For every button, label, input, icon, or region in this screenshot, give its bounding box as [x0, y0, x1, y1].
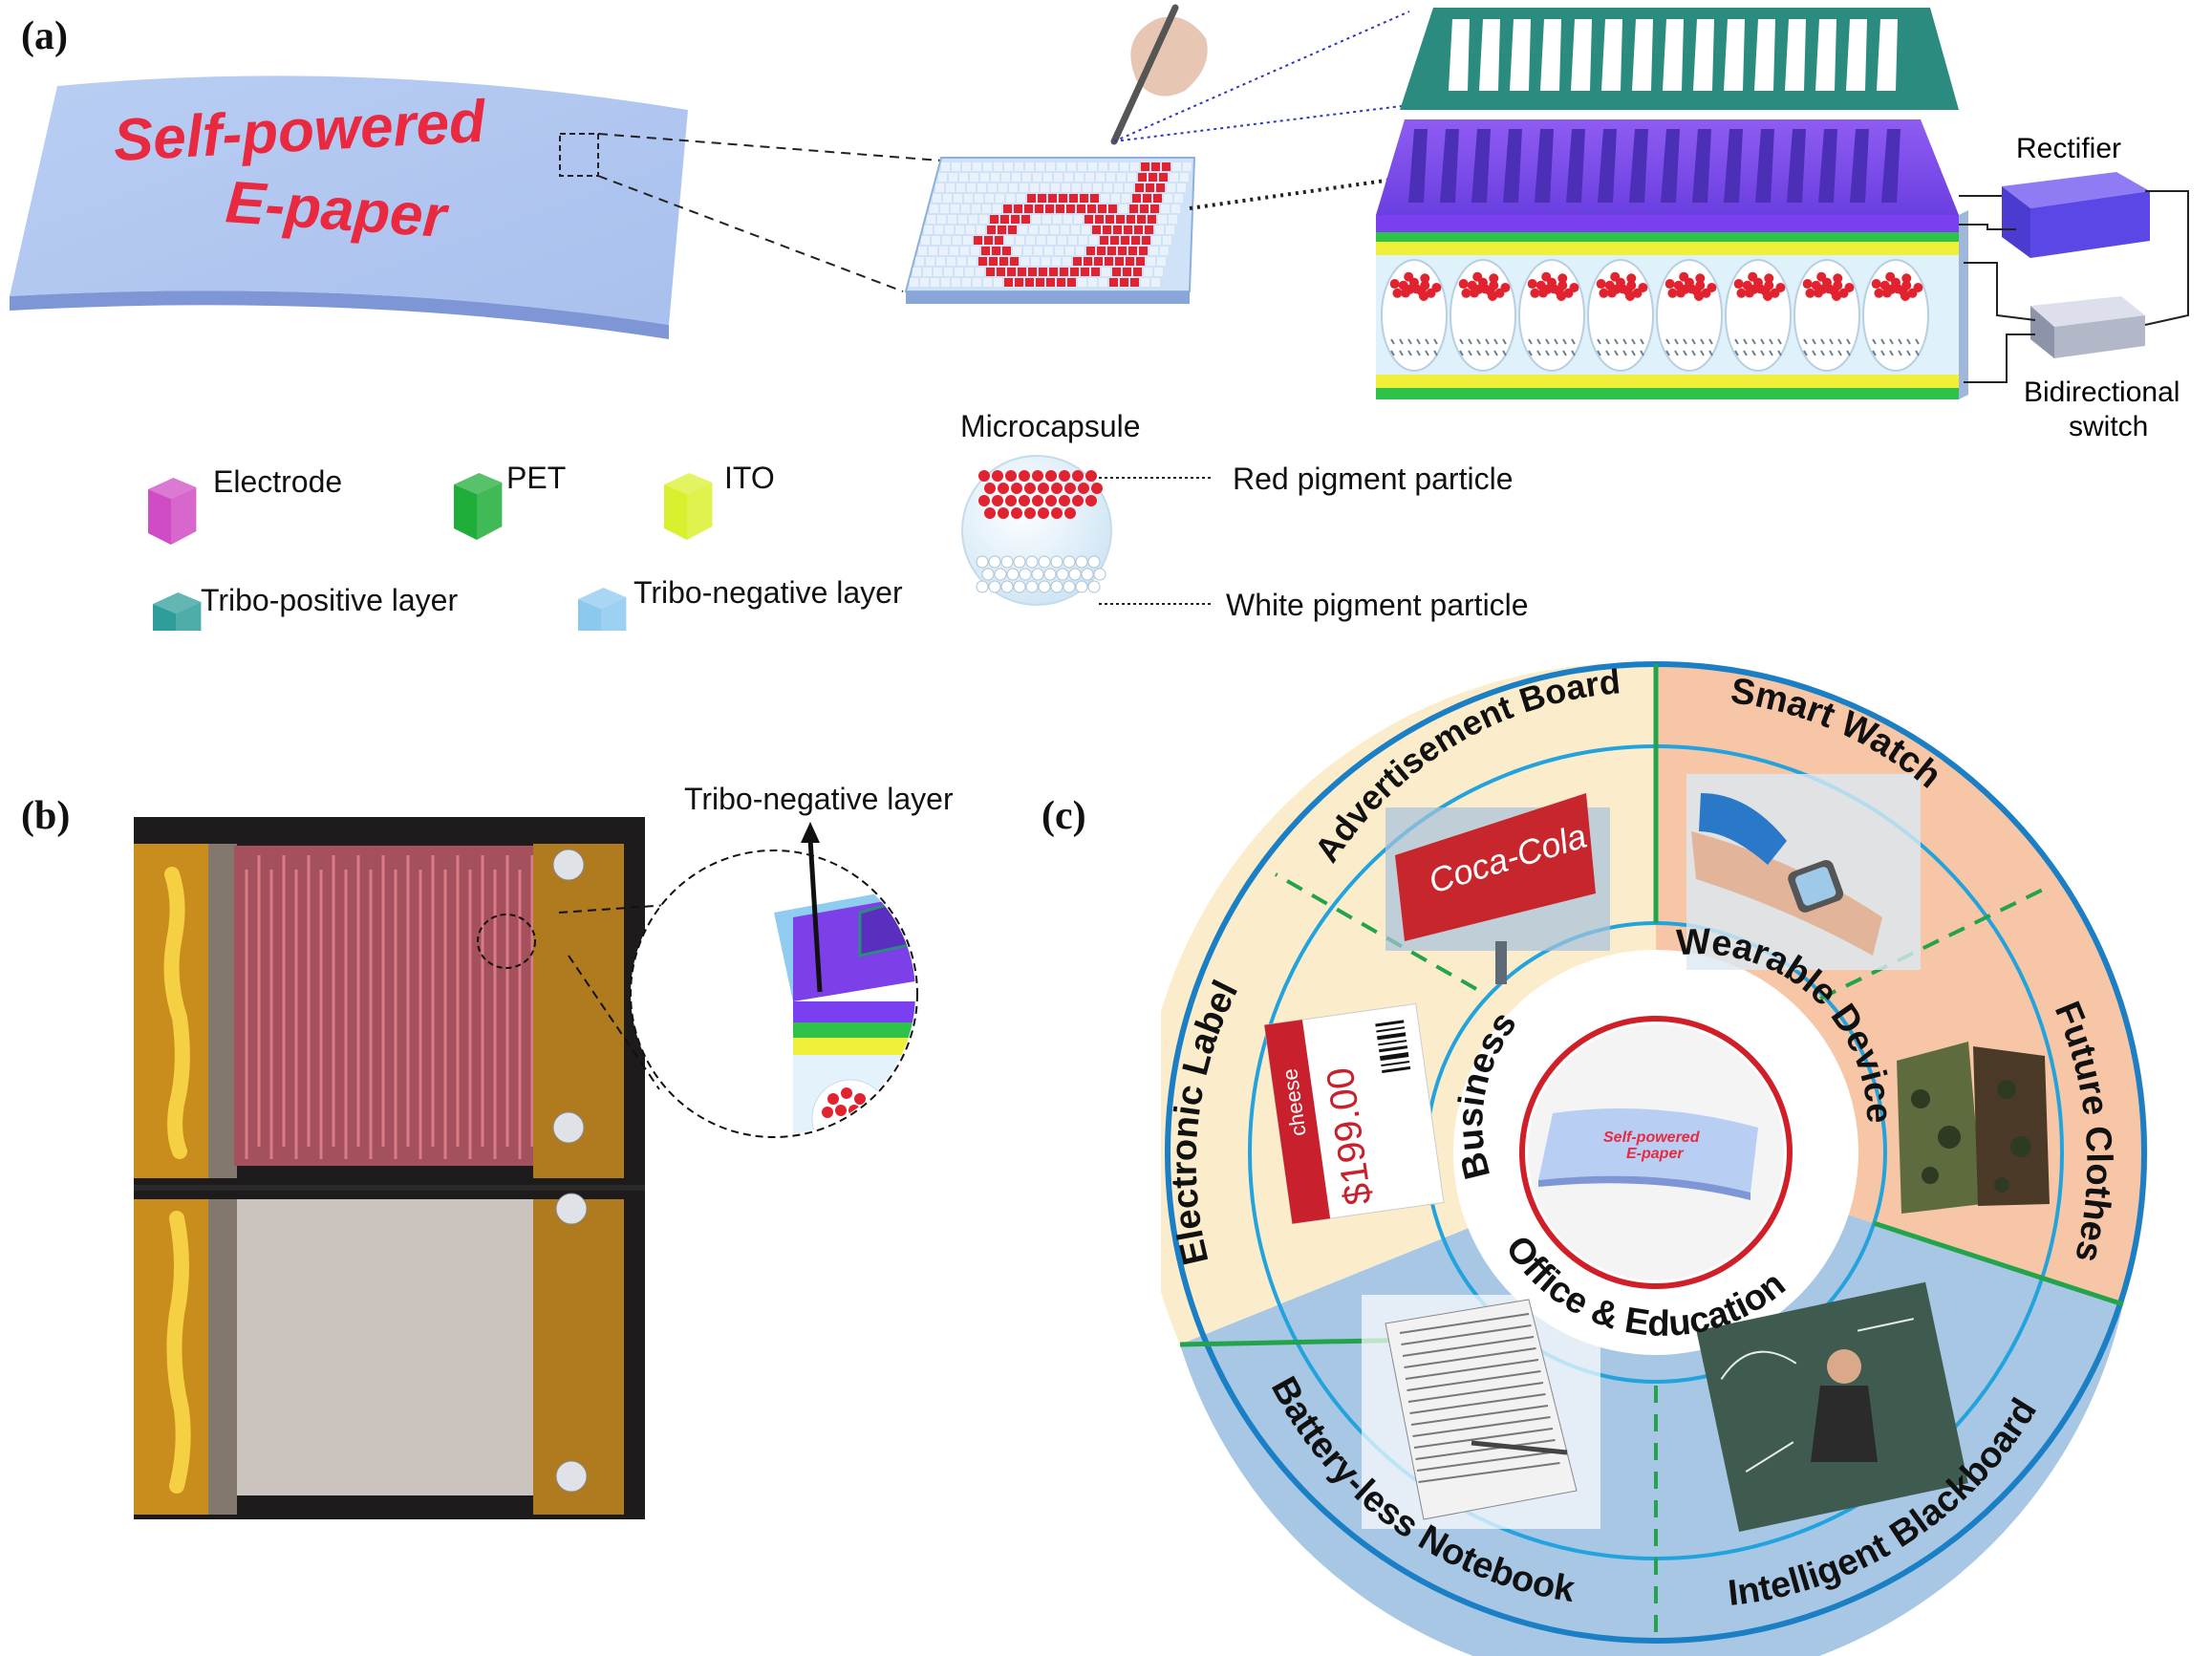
device-colored-state [134, 844, 624, 1178]
switch-label-line1: Bidirectional [2024, 376, 2180, 408]
price-tag-image: cheese $199.00 [1263, 1002, 1445, 1225]
jackets-image [1897, 1042, 2050, 1214]
legend-label-ito: ITO [724, 461, 775, 495]
legend-label-tribo-positive: Tribo-positive layer [201, 583, 459, 617]
billboard-image: Coca-Cola [1385, 793, 1610, 984]
rectifier-icon [2002, 172, 2150, 258]
white-particle-label: White pigment particle [1226, 588, 1529, 622]
panel-label-b: (b) [21, 794, 71, 838]
center-epaper-sheet: Self-powered E-paper [1538, 1108, 1758, 1200]
pixel-letter-d [910, 162, 1192, 287]
microcapsule-diagram [961, 455, 1213, 606]
zoom-box [559, 133, 599, 177]
panel-label-c: (c) [1042, 794, 1086, 838]
panel-b-zoom-callout [558, 822, 918, 1138]
blackboard-image [1696, 1281, 1968, 1533]
tribo-negative-callout: Tribo-negative layer [684, 782, 954, 816]
pixel-grid [904, 157, 1196, 304]
legend-label-electrode: Electrode [213, 464, 343, 499]
panel-label-a: (a) [21, 14, 68, 58]
legend-label-pet: PET [506, 461, 567, 495]
bidirectional-switch-icon [2030, 296, 2145, 358]
panel-b-photo [134, 817, 645, 1519]
switch-label-line2: switch [2069, 411, 2148, 442]
paper-text-line2: E-paper [224, 169, 451, 250]
red-particle-label: Red pigment particle [1233, 462, 1514, 496]
center-text-line2: E-paper [1626, 1146, 1684, 1162]
layered-device-stack [1376, 119, 1968, 399]
notebook-image [1362, 1295, 1600, 1529]
rectifier-label: Rectifier [2016, 133, 2121, 164]
smart-watch-image [1686, 774, 1921, 970]
microcapsule-title: Microcapsule [960, 409, 1141, 443]
sector-office [1180, 1152, 2123, 1656]
zoom-line-stack [1189, 175, 1413, 210]
center-text-line1: Self-powered [1603, 1129, 1701, 1146]
zoom-lines [597, 133, 966, 292]
stylus-hand-icon [1110, 4, 1208, 145]
device-white-state [134, 1185, 645, 1515]
legend-cubes [148, 473, 713, 631]
legend-label-tribo-negative: Tribo-negative layer [634, 575, 903, 610]
circuit-wires [1959, 190, 2189, 383]
application-wheel: Self-powered E-paper Coca-Cola cheese $1… [1161, 661, 2148, 1656]
curved-epaper-sheet: Self-powered E-paper [10, 75, 688, 339]
tribo-positive-comb [1400, 8, 1959, 110]
pen-contact-lines [1113, 11, 1410, 142]
panel-a-figure: Self-powered E-paper [10, 4, 2189, 442]
